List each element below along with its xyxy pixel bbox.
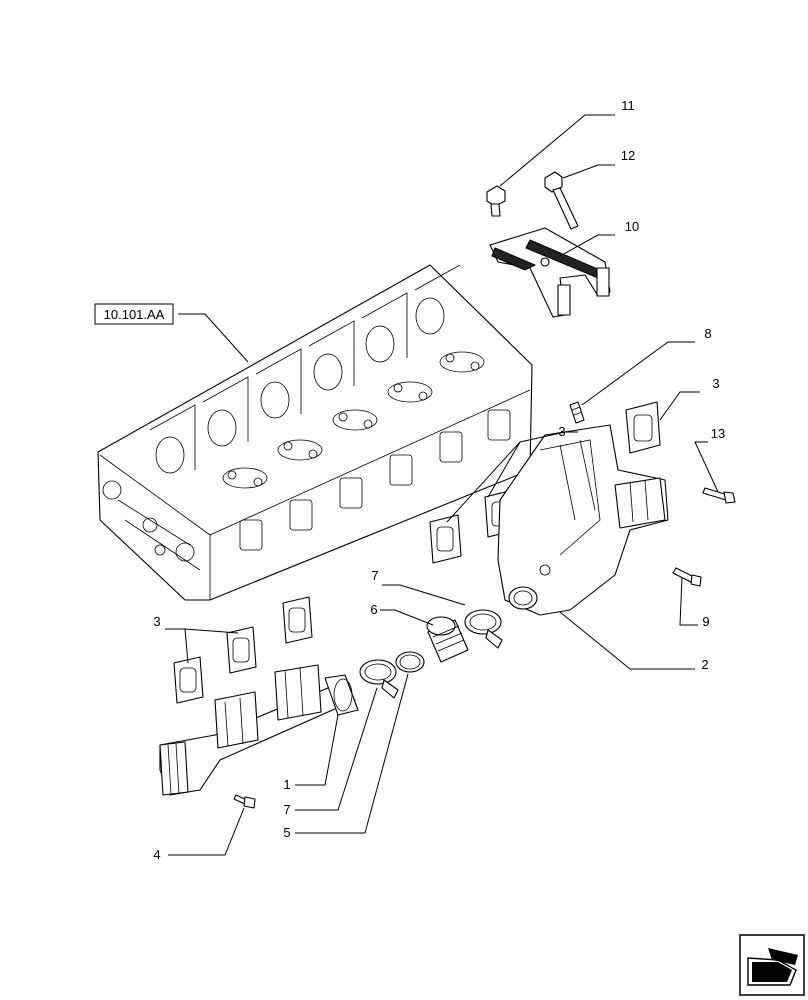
pin-8 — [569, 401, 585, 424]
callout-12: 12 — [621, 148, 635, 163]
callout-2: 2 — [701, 657, 708, 672]
ring-5 — [395, 651, 425, 673]
cylinder-head — [97, 264, 533, 601]
reference-label-box[interactable]: 10.101.AA — [94, 303, 174, 325]
callout-11: 11 — [621, 98, 635, 113]
flange-10 — [489, 227, 611, 318]
exhaust-manifold-front-1 — [159, 664, 359, 796]
callout-numbers: 11 12 10 8 3 3 13 7 6 3 9 2 1 7 5 4 — [153, 98, 725, 862]
callout-6: 6 — [370, 602, 377, 617]
callout-4: 4 — [153, 847, 160, 862]
gasket-3-lower — [173, 596, 313, 704]
bolt-13 — [702, 487, 736, 504]
bolt-12 — [544, 171, 579, 230]
reference-label: 10.101.AA — [104, 307, 165, 322]
bolt-4 — [233, 794, 256, 809]
next-page-arrow-icon[interactable] — [739, 934, 805, 996]
callout-8: 8 — [704, 326, 711, 341]
clamp-7-upper — [464, 609, 503, 649]
bolt-11 — [486, 185, 506, 217]
callout-3-middle: 3 — [558, 424, 565, 439]
callout-9: 9 — [702, 614, 709, 629]
bolt-9 — [672, 567, 702, 587]
callout-3-upper: 3 — [712, 376, 719, 391]
exhaust-manifold-rear-2 — [497, 424, 669, 616]
clamp-7-lower — [359, 659, 399, 699]
callout-7-lower: 7 — [283, 802, 290, 817]
callout-3-lower: 3 — [153, 614, 160, 629]
callout-1: 1 — [283, 777, 290, 792]
callout-7-upper: 7 — [371, 568, 378, 583]
gasket-3-upper — [625, 401, 661, 454]
callout-5: 5 — [283, 825, 290, 840]
leader-lines — [165, 114, 719, 856]
bellows-6 — [426, 616, 469, 663]
callout-10: 10 — [625, 219, 639, 234]
callout-13: 13 — [711, 426, 725, 441]
